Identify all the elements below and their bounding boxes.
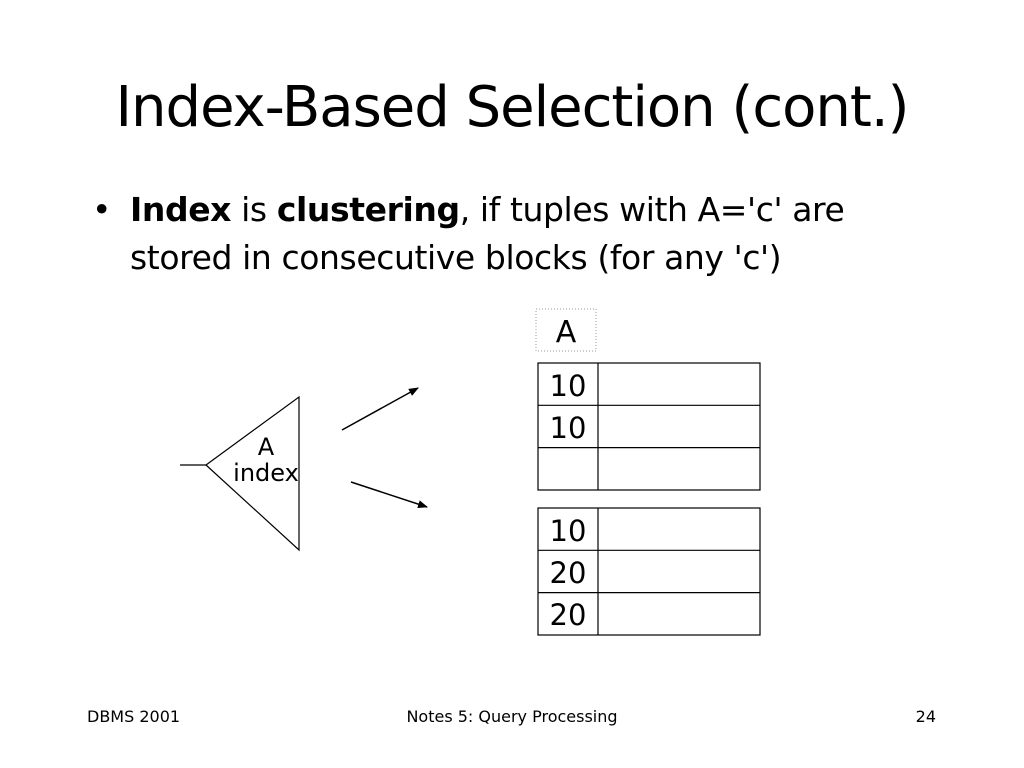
block1-value-1: 10: [550, 369, 587, 403]
bullet-rest: , if tuples with A='c' are stored in con…: [130, 190, 845, 277]
index-triangle: [180, 395, 300, 552]
data-block-1: 10 10: [537, 362, 761, 491]
index-label-line1: A: [258, 433, 275, 461]
footer-page-number: 24: [915, 707, 936, 726]
bullet-text: Index is clustering, if tuples with A='c…: [130, 186, 950, 282]
index-triangle-shape: [205, 395, 300, 552]
footer-notes-title: Notes 5: Query Processing: [406, 707, 618, 726]
bullet-term: Index: [130, 190, 232, 229]
bullet-keyword: clustering: [276, 190, 460, 229]
pointer-arrow-to-block1: [341, 387, 419, 431]
block1-value-2: 10: [550, 411, 587, 445]
slide-title: Index-Based Selection (cont.): [115, 75, 910, 140]
column-header-box: [535, 308, 597, 352]
footer-course: DBMS 2001: [87, 707, 181, 726]
bullet-marker: •: [92, 190, 112, 229]
column-header-label: A: [556, 315, 577, 350]
pointer-arrow-to-block2: [350, 481, 428, 508]
block2-value-1: 10: [550, 514, 587, 548]
data-block-2: 10 20 20: [537, 507, 761, 636]
bullet-connector: is: [231, 190, 277, 229]
block2-value-2: 20: [550, 556, 587, 590]
index-label-line2: index: [233, 459, 299, 487]
block2-value-3: 20: [550, 598, 587, 632]
